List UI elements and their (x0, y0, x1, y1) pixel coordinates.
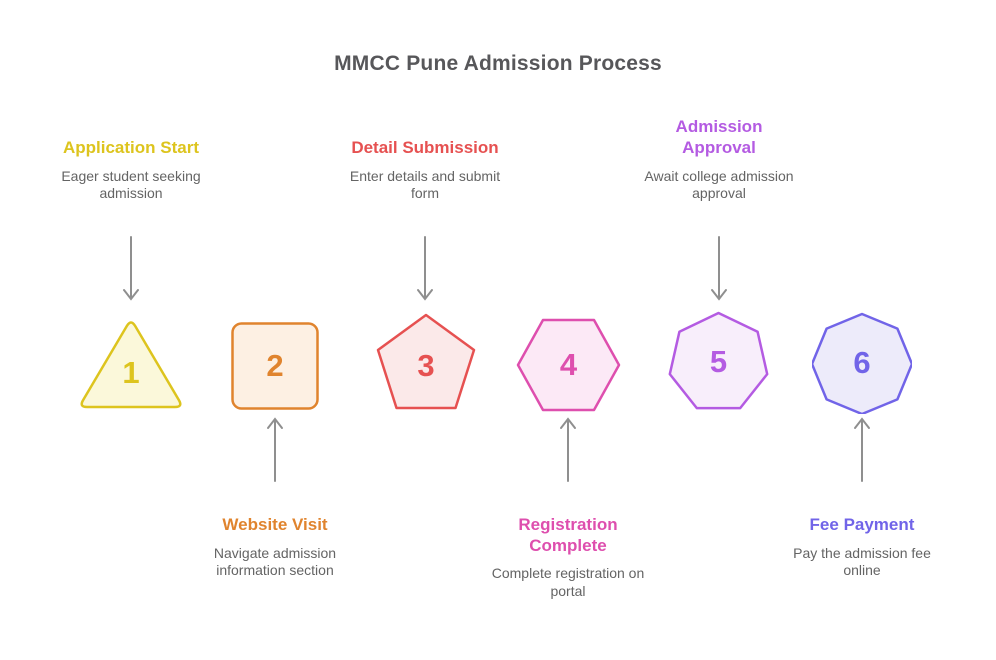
pentagon-shape: 3 (375, 312, 477, 412)
step-4-title: Registration Complete (518, 515, 618, 555)
step-2-description: Navigate admission information section (213, 544, 337, 579)
step-5-title: Admission Approval (675, 117, 763, 158)
step-3-description: Enter details and submit form (349, 167, 501, 202)
step-6-label: Fee Payment Pay the admission fee online (762, 515, 962, 580)
step-5-description: Await college admission approval (644, 167, 794, 202)
step-number: 5 (709, 343, 728, 379)
step-number: 1 (122, 355, 140, 390)
step-number: 6 (853, 345, 871, 380)
page-title: MMCC Pune Admission Process (334, 52, 662, 75)
step-1-title: Application Start (62, 138, 199, 158)
hexagon-shape: 4 (516, 318, 621, 412)
step-number: 2 (266, 348, 284, 383)
step-1-description: Eager student seeking admission (61, 167, 201, 202)
arrow-up-icon (266, 416, 284, 482)
step-4-label: Registration Complete Complete registrat… (468, 515, 668, 601)
step-6-title: Fee Payment (809, 515, 915, 534)
step-1-label: Application Start Eager student seeking … (31, 138, 231, 203)
arrow-up-icon (559, 416, 577, 482)
arrow-up-icon (853, 416, 871, 482)
heptagon-shape: 5 (668, 311, 769, 412)
step-5-label: Admission Approval Await college admissi… (619, 117, 819, 203)
step-3-label: Detail Submission Enter details and subm… (325, 138, 525, 203)
arrow-down-icon (710, 236, 728, 302)
octagon-shape: 6 (810, 312, 914, 416)
step-6-description: Pay the admission fee online (793, 544, 931, 579)
step-3-title: Detail Submission (351, 138, 499, 158)
square-shape: 2 (231, 322, 319, 410)
step-4-description: Complete registration on portal (491, 565, 645, 600)
step-number: 4 (559, 347, 578, 382)
arrow-down-icon (416, 236, 434, 302)
step-number: 3 (417, 348, 435, 383)
arrow-down-icon (122, 236, 140, 302)
step-2-title: Website Visit (222, 515, 328, 534)
triangle-shape: 1 (75, 315, 187, 411)
step-2-label: Website Visit Navigate admission informa… (175, 515, 375, 580)
